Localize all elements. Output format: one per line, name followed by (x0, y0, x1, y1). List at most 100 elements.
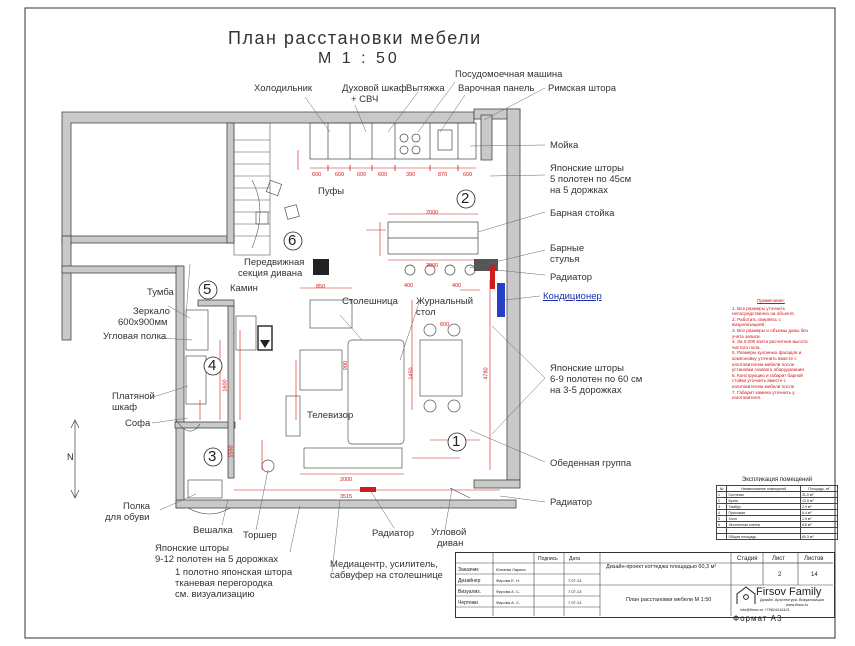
label-japanese-blinds-2b: 6-9 полотен по 60 см (550, 374, 643, 385)
stamp-role: Дизайнер (458, 578, 481, 584)
stamp-role: Чертежи (458, 600, 478, 606)
room-number-5: 5 (203, 281, 212, 298)
label-corner-sofa-1: Угловой (431, 527, 467, 538)
label-bar-counter: Барная стойка (550, 208, 615, 219)
notes-heading: Примечания: (757, 298, 785, 303)
kitchen-counter (309, 122, 477, 160)
stamp-sign-header: Подпись (538, 556, 558, 562)
stamp-name: Фирова А. С. (496, 589, 521, 594)
explication-title: Экспликация помещений (741, 477, 813, 483)
stamp-role: Заказчик (458, 567, 479, 573)
label-japanese-blinds-2c: на 3-5 дорожках (550, 385, 622, 396)
dim-400a: 400 (404, 283, 414, 289)
label-mirror-1: Зеркало (133, 306, 170, 317)
label-sink: Мойка (550, 140, 579, 151)
dim-kitchen-6: 870 (438, 172, 448, 178)
dim-kitchen-5: 390 (406, 172, 416, 178)
label-hanger: Вешалка (193, 525, 233, 536)
label-fridge: Холодильник (254, 83, 313, 94)
stamp-grid (455, 552, 833, 616)
label-poufs: Пуфы (318, 186, 345, 197)
label-japanese-blinds-4a: 1 полотно японская штора (175, 567, 293, 578)
label-tumba: Тумба (147, 287, 174, 298)
label-dishwasher: Посудомоечная машина (455, 69, 563, 80)
dim-kitchen-1: 600 (312, 172, 322, 178)
red-ticks (327, 165, 459, 171)
room-number-6: 6 (288, 232, 297, 249)
note-item: 7. Габарит камина уточнить у изготовител… (732, 389, 795, 401)
dim-bar-top: 2000 (426, 210, 439, 216)
label-mirror-2: 600х900мм (118, 317, 168, 328)
stamp-role: Визуализ. (458, 589, 481, 595)
label-japanese-blinds-4b: тканевая перегородка (175, 578, 273, 589)
radiator-red (360, 487, 376, 492)
brand-subtitle: Дизайн. Архитектура. Визуализация (760, 598, 824, 602)
bar-counter (387, 221, 479, 276)
compass-north: N (67, 452, 74, 462)
label-radiator-3: Радиатор (550, 497, 593, 508)
note-item: 5. Размеры кухонных фасадов и компоновку… (732, 350, 806, 373)
sheet-frame (24, 7, 836, 639)
label-corner-sofa-2: диван (437, 538, 464, 549)
dim-2000: 2000 (340, 477, 353, 483)
label-dining-group: Обеденная группа (550, 458, 632, 469)
label-wardrobe-1: Платяной (112, 391, 155, 402)
note-item: 6. Конструкцию и габарит барной стойки у… (732, 372, 803, 389)
cell: Общая площадь (726, 533, 801, 540)
logo-house-icon (736, 586, 756, 604)
room-number-3: 3 (208, 448, 217, 465)
stamp-name: Юлиева Лариса (496, 567, 526, 572)
label-shoe-shelf-2: для обуви (105, 512, 150, 523)
stamp-date-header: Дата (569, 556, 581, 562)
label-sofa-section-1: Передвижная (244, 257, 305, 268)
note-item: 2. Работать сверяясь с визуализацией. (732, 316, 781, 328)
dim-bar-bottom: 2000 (426, 263, 439, 269)
label-sofa: Софа (125, 418, 151, 429)
brand-name: Firsov Family (756, 586, 822, 598)
stamp-project: Дизайн-проект коттеджа площадью 60,3 м² (606, 564, 717, 570)
dim-4780: 4780 (483, 367, 490, 380)
label-tabletop: Столешница (342, 296, 398, 307)
label-wardrobe-2: шкаф (112, 402, 138, 413)
stamp-date: 7.07.13 (568, 578, 582, 583)
poufs (255, 179, 300, 225)
dim-kitchen-7: 600 (463, 172, 473, 178)
compass-arrow-icon (70, 419, 80, 499)
label-media-1: Медиацентр, усилитель, (330, 559, 438, 570)
stamp-sheet-header: Лист (772, 556, 786, 562)
room-number-2: 2 (461, 190, 470, 207)
dim-900: 900 (343, 360, 350, 371)
sheet-format: Формат А3 (733, 614, 783, 623)
note-item: 1. Все размеры уточнить непосредственно … (732, 305, 796, 317)
title-block: Подпись Дата Заказчик Дизайнер Визуализ.… (455, 552, 835, 618)
notes-block: Примечания: 1. Все размеры уточнить непо… (732, 298, 810, 401)
staircase (233, 122, 271, 256)
label-japanese-blinds-3a: Японские шторы (155, 543, 229, 554)
pillar (313, 259, 329, 275)
stamp-stage-header: Стадия (737, 556, 758, 562)
label-coffee-table-1: Журнальный (416, 296, 473, 307)
brand-contact: info@firsov.ru +79624410421 (740, 608, 790, 612)
stamp-name: Фирова Е. Н. (496, 578, 521, 583)
stamp-name: Фирова А. С. (496, 600, 521, 605)
label-hob: Варочная панель (458, 83, 535, 94)
fireplace-symbol (257, 325, 273, 351)
cell: 60.3 м² (799, 533, 839, 540)
label-bar-chairs-1: Барные (550, 243, 585, 254)
label-japanese-blinds-1a: Японские шторы (550, 163, 624, 174)
label-oven-2: + СВЧ (351, 94, 379, 105)
plan-scale: М 1 : 50 (318, 50, 400, 67)
room-number-4: 4 (208, 357, 217, 374)
dim-850: 850 (316, 284, 326, 290)
note-item: 3. Все размеры и объемы даны без учета з… (732, 327, 808, 339)
label-japanese-blinds-3b: 9-12 полотен на 5 дорожках (155, 554, 279, 565)
dim-600: 600 (440, 322, 450, 328)
plan-title: План расстановки мебели (228, 28, 482, 48)
stamp-sheets-header: Листов (804, 556, 824, 562)
dim-1450: 1450 (408, 367, 415, 380)
brand-site: www.firsov.ru (786, 603, 809, 607)
dim-kitchen-4: 600 (378, 172, 388, 178)
label-sofa-section-2: секция дивана (238, 268, 303, 279)
